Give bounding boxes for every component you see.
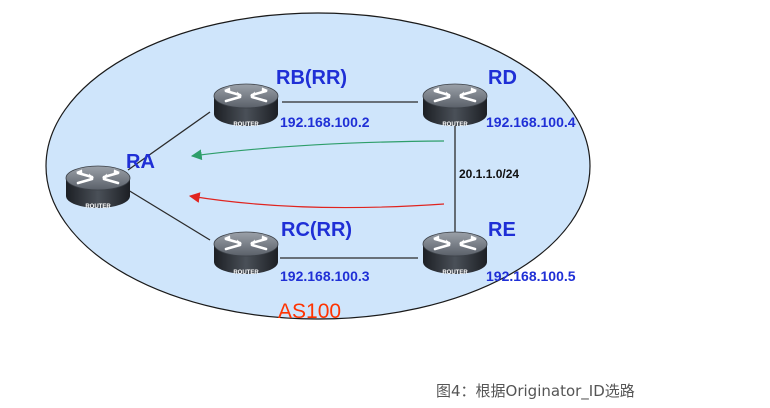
links (127, 101, 456, 259)
router-icon-label: ROUTER (442, 270, 468, 276)
router-rb[interactable]: ROUTER (212, 82, 280, 128)
router-icon-label: ROUTER (233, 270, 259, 276)
router-ra[interactable]: ROUTER (64, 164, 132, 210)
figure-caption: 图4：根据Originator_ID选路 (436, 382, 635, 400)
router-name-rd: RD (488, 67, 517, 89)
ip-label-rc: 192.168.100.3 (280, 268, 370, 284)
router-icon-label: ROUTER (442, 122, 468, 128)
router-rc[interactable]: ROUTER (212, 230, 280, 276)
router-re[interactable]: ROUTER (421, 230, 489, 276)
ip-label-re: 192.168.100.5 (486, 268, 576, 284)
router-name-ra: RA (126, 151, 155, 173)
router-icon-label: ROUTER (85, 204, 111, 210)
router-name-rc: RC(RR) (281, 219, 352, 241)
as-label: AS100 (278, 300, 341, 323)
link-ra-rb (127, 111, 211, 171)
route-arrow-green (190, 140, 445, 161)
route-arrow-red (188, 192, 445, 209)
router-name-rb: RB(RR) (276, 67, 347, 89)
ip-label-rb: 192.168.100.2 (280, 114, 370, 130)
link-ra-rc (127, 189, 211, 241)
network-label: 20.1.1.0/24 (459, 167, 519, 181)
ip-label-rd: 192.168.100.4 (486, 114, 576, 130)
router-icon-label: ROUTER (233, 122, 259, 128)
router-name-re: RE (488, 219, 516, 241)
router-rd[interactable]: ROUTER (421, 82, 489, 128)
